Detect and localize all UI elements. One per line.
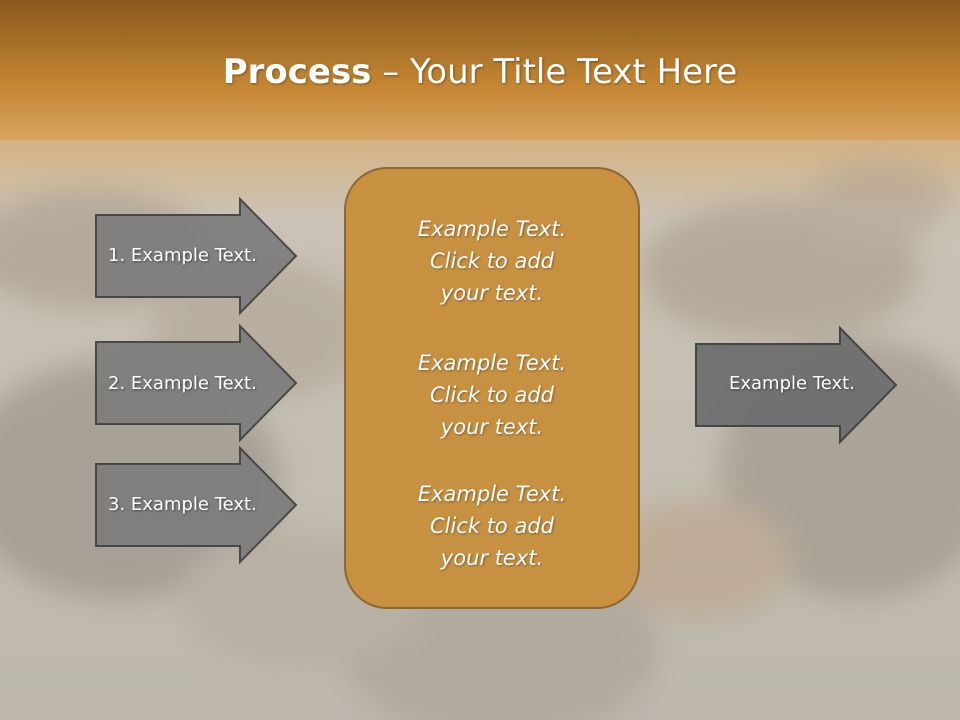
right-arrow[interactable] [695,325,898,445]
center-line: your text. [440,281,544,305]
left-arrow-3[interactable] [95,445,298,565]
center-line: Click to add [429,514,554,538]
center-line: Example Text. [417,482,567,506]
slide-title: Process – Your Title Text Here [0,52,960,92]
center-line: Click to add [429,249,554,273]
center-line: your text. [440,546,544,570]
left-arrow-2-label: 2. Example Text. [108,373,257,394]
left-arrow-3-label: 3. Example Text. [108,494,257,515]
center-line: Example Text. [417,217,567,241]
center-text-block-3: Example Text. Click to add your text. [345,478,639,574]
center-text-block-2: Example Text. Click to add your text. [345,347,639,443]
center-line: Example Text. [417,351,567,375]
center-line: your text. [440,415,544,439]
center-line: Click to add [429,383,554,407]
left-arrow-1-label: 1. Example Text. [108,245,257,266]
center-rounded-box[interactable] [344,167,640,609]
title-rest-part: – Your Title Text Here [371,52,738,92]
title-bold-part: Process [222,52,372,92]
center-text-block-1: Example Text. Click to add your text. [345,213,639,309]
left-arrow-1[interactable] [95,196,298,316]
left-arrow-2[interactable] [95,323,298,443]
right-arrow-label: Example Text. [729,373,855,394]
